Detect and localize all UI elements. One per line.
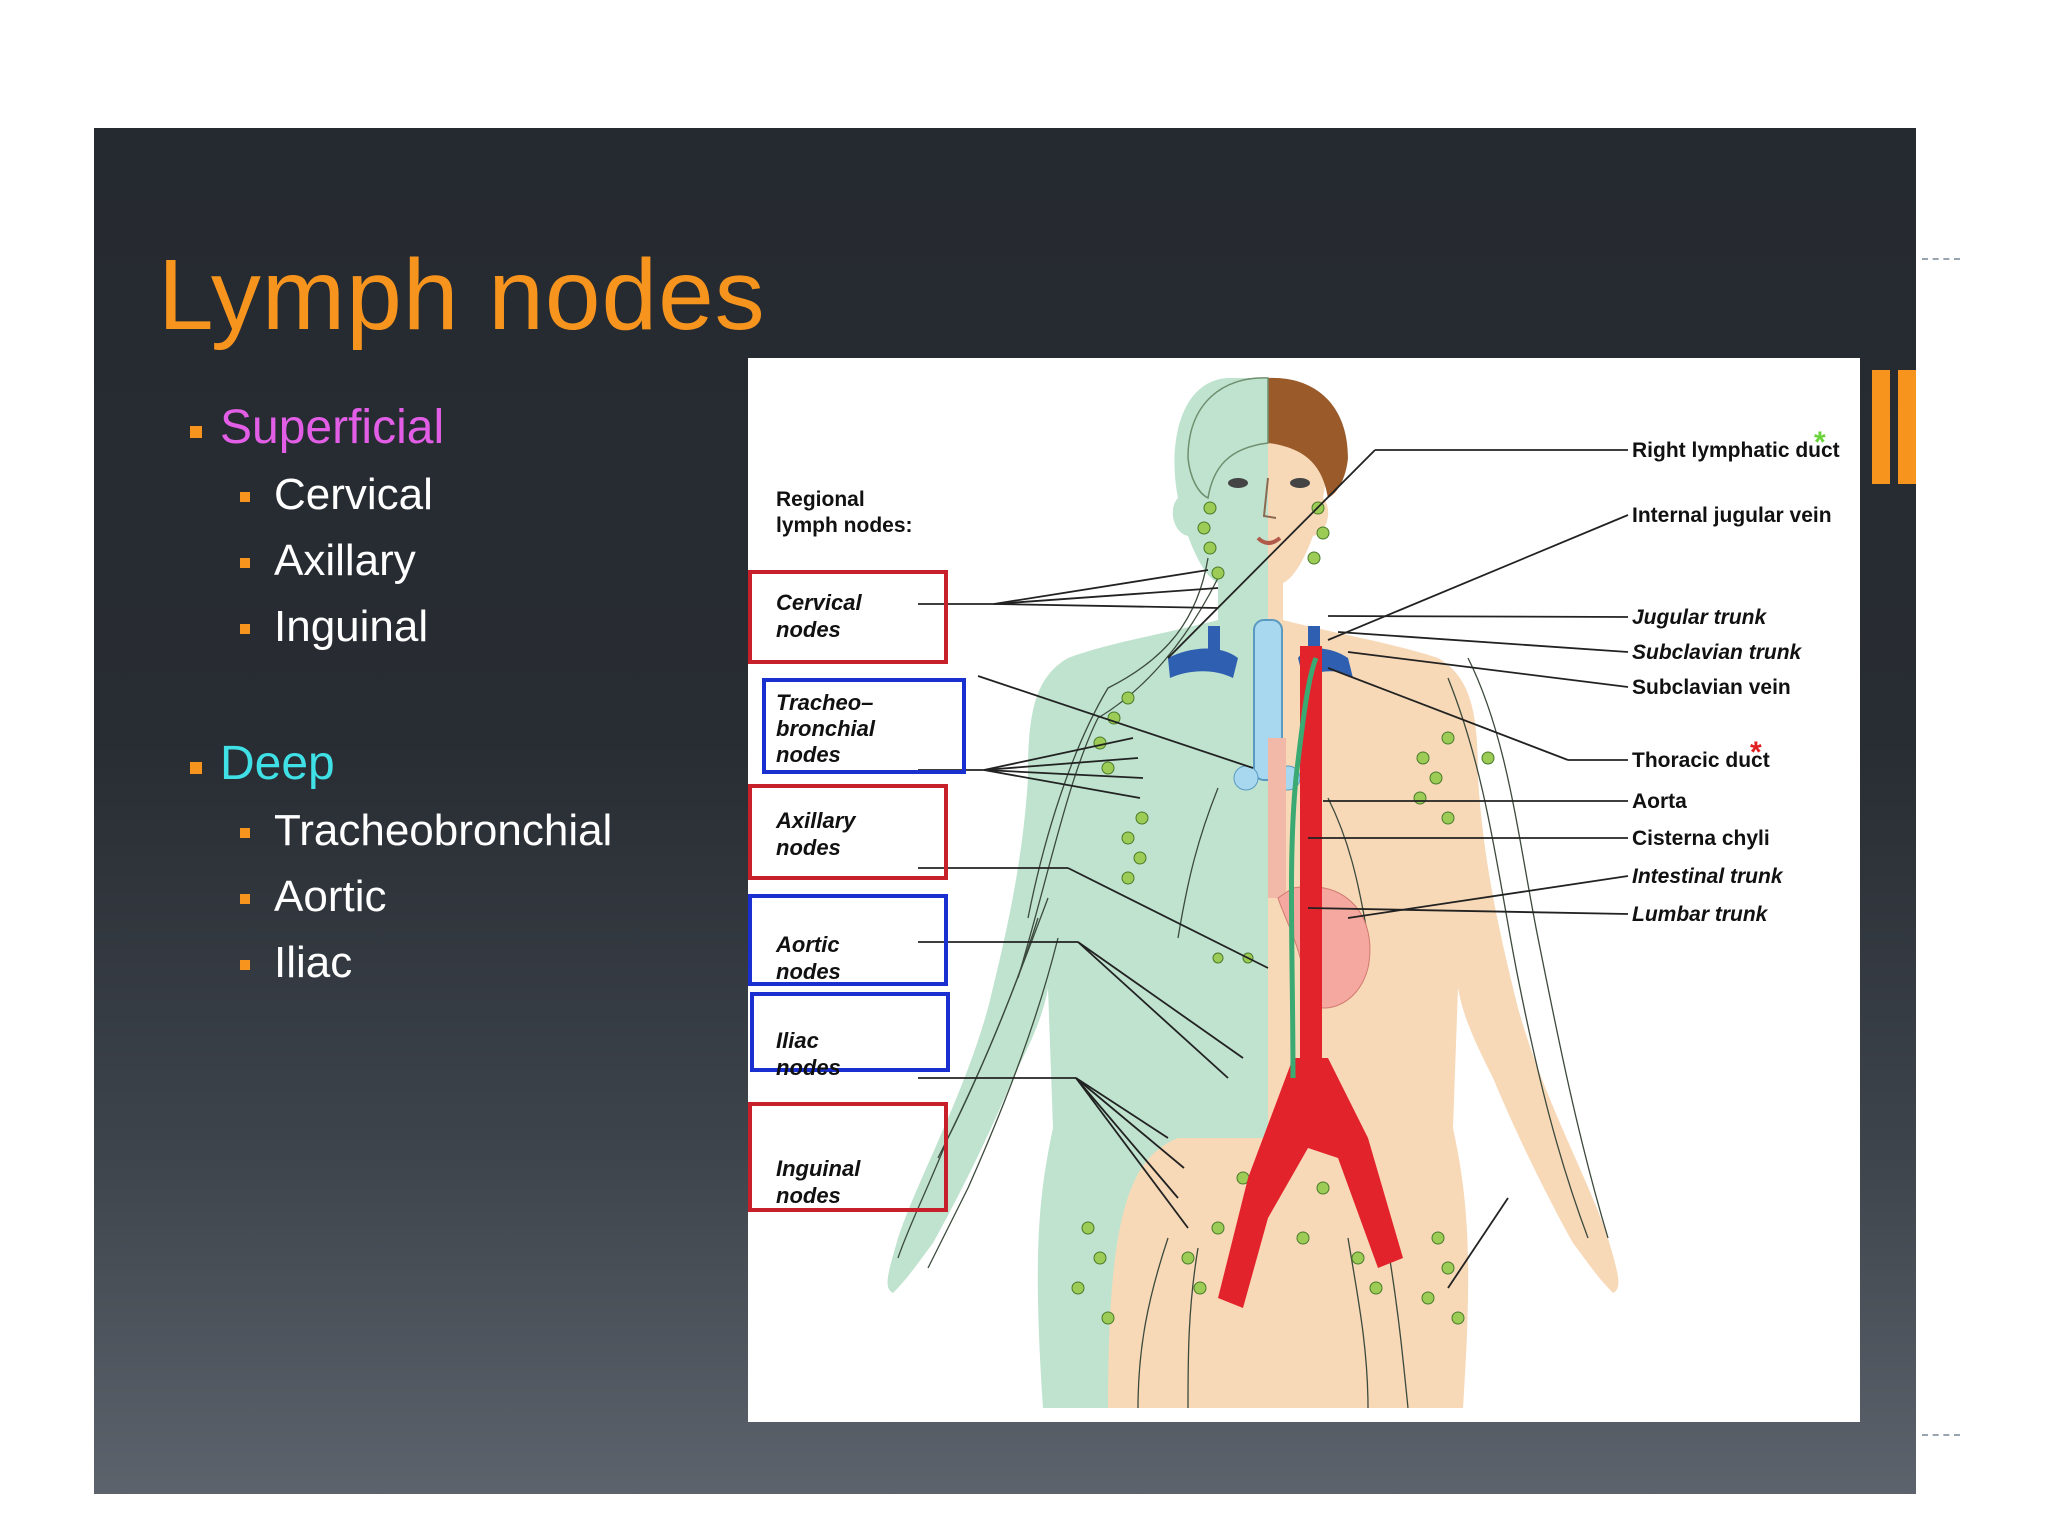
label-subclavian-trunk: Subclavian trunk xyxy=(1632,641,1803,664)
label-aorta: Aorta xyxy=(1632,790,1687,813)
bullet-icon xyxy=(190,762,202,774)
label-cervical-line2: nodes xyxy=(776,617,841,642)
label-inguinal-line1: Inguinal xyxy=(776,1156,861,1181)
item-cervical: Cervical xyxy=(274,470,433,519)
bullet-icon xyxy=(240,828,250,838)
inguinal-box xyxy=(748,1102,948,1212)
diagram-heading-line2: lymph nodes: xyxy=(776,514,913,537)
item-aortic: Aortic xyxy=(274,872,387,921)
bullet-icon xyxy=(190,426,202,438)
bullet-icon xyxy=(240,558,250,568)
label-subclavian-vein: Subclavian vein xyxy=(1632,676,1791,699)
label-boxes xyxy=(748,570,966,1212)
label-iliac-line1: Iliac xyxy=(776,1028,819,1053)
lymph-node-diagram: Regional lymph nodes: Cervical nodes Tra… xyxy=(748,358,1860,1422)
body-illustration: Regional lymph nodes: Cervical nodes Tra… xyxy=(748,377,1840,1409)
label-inguinal-line2: nodes xyxy=(776,1183,841,1208)
label-thoracic-duct: Thoracic duct xyxy=(1632,749,1770,772)
item-tracheobronchial: Tracheobronchial xyxy=(274,806,613,855)
bullet-icon xyxy=(240,492,250,502)
label-axillary-line2: nodes xyxy=(776,835,841,860)
label-cervical-line1: Cervical xyxy=(776,590,863,615)
section-superficial: Superficial xyxy=(220,401,445,454)
thoracic-duct xyxy=(1288,657,1319,1079)
leader-lines xyxy=(918,449,1629,1289)
aortic-box xyxy=(748,894,948,986)
slide-title: Lymph nodes xyxy=(158,239,766,351)
label-iliac-line2: nodes xyxy=(776,1055,841,1080)
label-tracheobronchial-line1: Tracheo– xyxy=(776,690,873,715)
item-iliac: Iliac xyxy=(274,938,353,987)
lymph-vessels xyxy=(897,557,1609,1409)
item-inguinal: Inguinal xyxy=(274,602,429,651)
tracheobronchial-box xyxy=(762,678,966,774)
green-asterisk-icon: * xyxy=(1814,426,1826,459)
label-aortic-line2: nodes xyxy=(776,959,841,984)
bullet-icon xyxy=(240,624,250,634)
accent-bar-block xyxy=(1898,370,1916,484)
axillary-box xyxy=(748,784,948,880)
label-internal-jugular-vein: Internal jugular vein xyxy=(1632,504,1832,527)
label-intestinal-trunk: Intestinal trunk xyxy=(1632,865,1784,888)
label-lumbar-trunk: Lumbar trunk xyxy=(1632,903,1769,926)
label-tracheobronchial-line3: nodes xyxy=(776,742,841,767)
label-aortic-line1: Aortic xyxy=(775,932,840,957)
section-deep: Deep xyxy=(220,737,335,790)
cervical-box xyxy=(748,570,948,664)
red-asterisk-icon: * xyxy=(1750,736,1762,769)
dashed-marker xyxy=(1922,1434,1960,1436)
bullet-icon xyxy=(240,960,250,970)
accent-bar-thin xyxy=(1872,370,1890,484)
dashed-marker xyxy=(1922,258,1960,260)
label-cisterna-chyli: Cisterna chyli xyxy=(1632,827,1770,850)
label-tracheobronchial-line2: bronchial xyxy=(776,716,876,741)
label-jugular-trunk: Jugular trunk xyxy=(1632,606,1768,629)
aorta xyxy=(1218,646,1403,1308)
bullet-icon xyxy=(240,894,250,904)
iliac-box xyxy=(750,992,950,1072)
label-axillary-line1: Axillary xyxy=(775,808,857,833)
diagram-heading-line1: Regional xyxy=(776,488,865,511)
label-right-lymphatic-duct: Right lymphatic duct xyxy=(1632,439,1840,462)
item-axillary: Axillary xyxy=(274,536,416,585)
